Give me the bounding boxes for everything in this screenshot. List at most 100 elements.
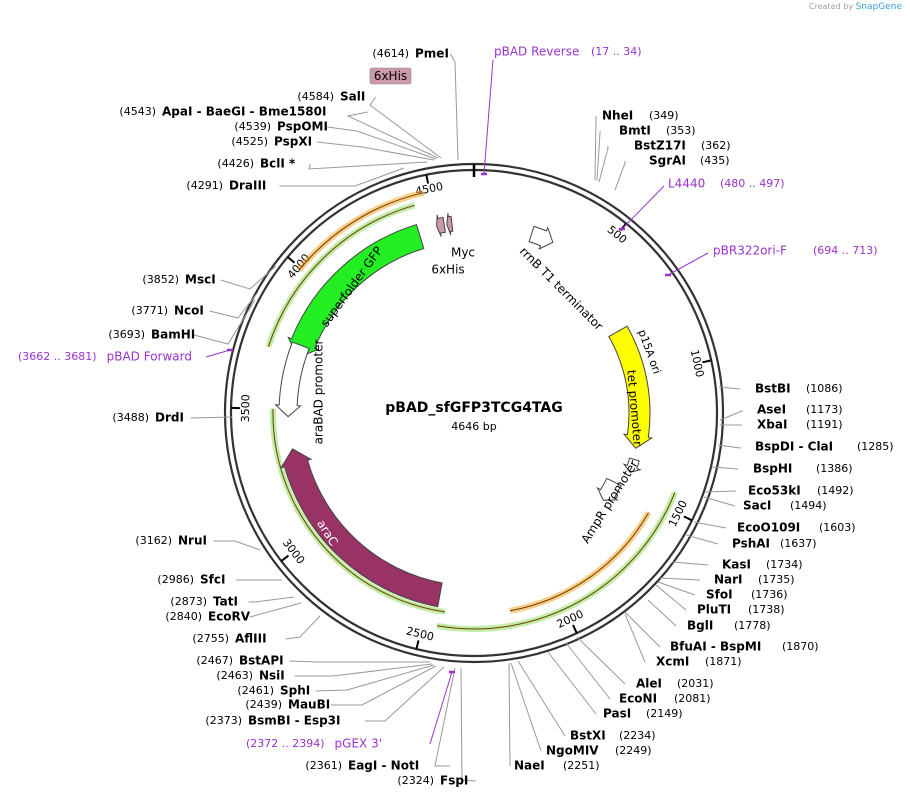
enzyme-name: NarI — [714, 573, 743, 587]
enzyme-site-line — [547, 651, 597, 715]
enzyme-position: (1735) — [758, 573, 795, 586]
enzyme-site-line — [703, 496, 736, 507]
enzyme-site-line — [209, 291, 259, 319]
enzyme-site-line — [659, 577, 701, 581]
enzyme-position: (2873) — [170, 595, 207, 608]
enzyme-position: (4539) — [234, 120, 271, 133]
myc-tag-feature — [436, 214, 446, 237]
enzyme-position: (4291) — [186, 179, 223, 192]
enzyme-position: (2986) — [157, 573, 194, 586]
green-highlight-core — [437, 492, 676, 630]
enzyme-site-line — [369, 96, 442, 159]
enzyme-position: (1871) — [705, 655, 742, 668]
ruler-tick — [425, 174, 430, 184]
his-tag-box-label: 6xHis — [374, 69, 407, 83]
enzyme-name: BstZ17I — [634, 139, 686, 153]
enzyme-name: MauBI — [288, 698, 330, 712]
ruler-label: 2500 — [405, 624, 435, 643]
enzyme-position: (1173) — [806, 403, 843, 416]
enzyme-position: (1086) — [806, 382, 843, 395]
ruler-label: 3500 — [239, 394, 253, 422]
enzyme-position: (1494) — [790, 499, 827, 512]
enzyme-name: MscI — [185, 273, 216, 287]
enzyme-site-line — [517, 660, 566, 737]
ruler-tick — [572, 624, 578, 634]
ampr-label: AmpR promoter — [578, 458, 640, 546]
primer-name: L4440 — [668, 177, 705, 191]
enzyme-name: ApaI - BaeGI - Bme1580I — [162, 105, 326, 119]
enzyme-name: XbaI — [757, 418, 787, 432]
his-label: 6xHis — [431, 263, 464, 277]
enzyme-name: DraIII — [229, 179, 266, 193]
enzyme-position: (2373) — [205, 714, 242, 727]
enzyme-position: (2031) — [677, 677, 714, 690]
enzyme-position: (3771) — [131, 304, 168, 317]
enzyme-name: DrdI — [155, 411, 184, 425]
enzyme-position: (2234) — [619, 729, 656, 742]
enzyme-name: TatI — [213, 595, 238, 609]
primer-range: (17 .. 34) — [591, 45, 642, 58]
enzyme-position: (4614) — [372, 47, 409, 60]
enzyme-name: NheI — [602, 109, 633, 123]
enzyme-name: SphI — [280, 684, 310, 698]
enzyme-name: PasI — [603, 707, 631, 721]
ruler-label: 3000 — [280, 537, 307, 567]
enzyme-position: (2361) — [305, 759, 342, 772]
myc-label: Myc — [451, 246, 475, 260]
enzyme-name: BspHI — [753, 462, 792, 476]
enzyme-name: AseI — [757, 403, 786, 417]
enzyme-site-line — [294, 663, 433, 677]
green-highlight-band — [436, 491, 678, 632]
enzyme-site-line — [213, 540, 261, 551]
his-tag-feature — [446, 213, 454, 236]
enzyme-position: (1492) — [817, 484, 854, 497]
enzyme-site-line — [434, 667, 456, 767]
enzyme-name: BamHI — [151, 328, 195, 342]
enzyme-site-line — [598, 146, 609, 183]
enzyme-position: (4525) — [231, 135, 268, 148]
p15a-ori-feature — [608, 325, 654, 449]
primer-line — [667, 252, 709, 276]
primer-name: pGEX 3' — [335, 737, 382, 751]
green-highlight-core — [267, 204, 415, 347]
enzyme-name: BmtI — [619, 124, 651, 138]
ruler-tick — [702, 359, 712, 364]
enzyme-position: (2467) — [196, 654, 233, 667]
enzyme-site-line — [315, 664, 435, 692]
enzyme-site-line — [510, 662, 542, 752]
enzyme-name: EcoRV — [208, 610, 251, 624]
ruler-label: 500 — [605, 223, 630, 246]
enzyme-site-line — [460, 667, 476, 782]
enzyme-position: (4426) — [217, 157, 254, 170]
enzyme-name: BspDI - ClaI — [755, 440, 833, 454]
enzyme-name: SfoI — [706, 588, 733, 602]
enzyme-site-line — [289, 660, 430, 663]
enzyme-position: (2461) — [237, 684, 274, 697]
enzyme-site-line — [624, 613, 646, 663]
primer-name: pBR322ori-F — [713, 244, 787, 258]
enzyme-site-line — [718, 386, 741, 390]
his-tag-box — [369, 67, 412, 85]
ruler-tick — [683, 515, 693, 522]
enzyme-site-line — [624, 611, 661, 648]
primer-line — [205, 349, 231, 358]
enzyme-site-line — [450, 53, 459, 161]
enzyme-site-line — [508, 662, 511, 767]
enzyme-position: (4584) — [297, 90, 334, 103]
enzyme-site-line — [685, 534, 719, 545]
enzyme-position: (1603) — [819, 521, 856, 534]
arac-feature — [280, 448, 443, 608]
enzyme-site-line — [316, 141, 435, 161]
enzyme-position: (2840) — [165, 610, 202, 623]
enzyme-site-line — [346, 111, 439, 159]
primer-name: pBAD Forward — [107, 350, 192, 364]
enzyme-name: SfcI — [200, 573, 225, 587]
enzyme-position: (3852) — [142, 273, 179, 286]
ruler-tick — [415, 640, 420, 650]
enzyme-name: NaeI — [514, 759, 545, 773]
enzyme-name: BstAPI — [239, 654, 284, 668]
enzyme-site-line — [365, 666, 445, 722]
ampr-promoter-feature — [596, 477, 622, 501]
enzyme-position: (1191) — [806, 418, 843, 431]
primer-name: pBAD Reverse — [494, 45, 579, 59]
